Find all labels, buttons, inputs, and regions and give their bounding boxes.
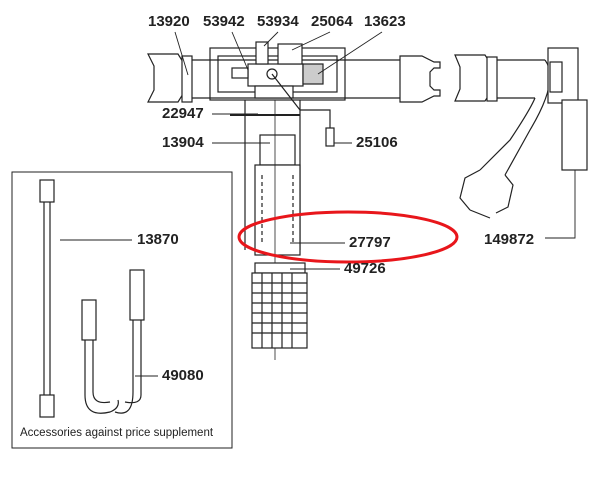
part-label-49726: 49726: [344, 260, 386, 277]
filter-housing: [230, 100, 308, 360]
part-label-25106: 25106: [356, 134, 398, 151]
accessory-hoses: [39, 179, 145, 418]
hose-assembly: [147, 47, 588, 219]
part-label-13904: 13904: [162, 134, 204, 151]
part-label-13623: 13623: [364, 13, 406, 30]
part-label-13870: 13870: [137, 231, 179, 248]
part-label-53942: 53942: [203, 13, 245, 30]
valve-block: [231, 41, 335, 147]
part-label-149872: 149872: [484, 231, 535, 248]
part-label-22947: 22947: [162, 105, 204, 122]
part-label-25064: 25064: [311, 13, 353, 30]
accessories-box: [11, 171, 233, 449]
part-label-13920: 13920: [148, 13, 190, 30]
part-label-53934: 53934: [257, 13, 299, 30]
accessories-caption: Accessories against price supplement: [20, 427, 214, 439]
highlight-ellipse: [237, 210, 459, 264]
leader-lines: [60, 31, 576, 377]
part-label-27797: 27797: [349, 234, 391, 251]
part-label-49080: 49080: [162, 367, 204, 384]
